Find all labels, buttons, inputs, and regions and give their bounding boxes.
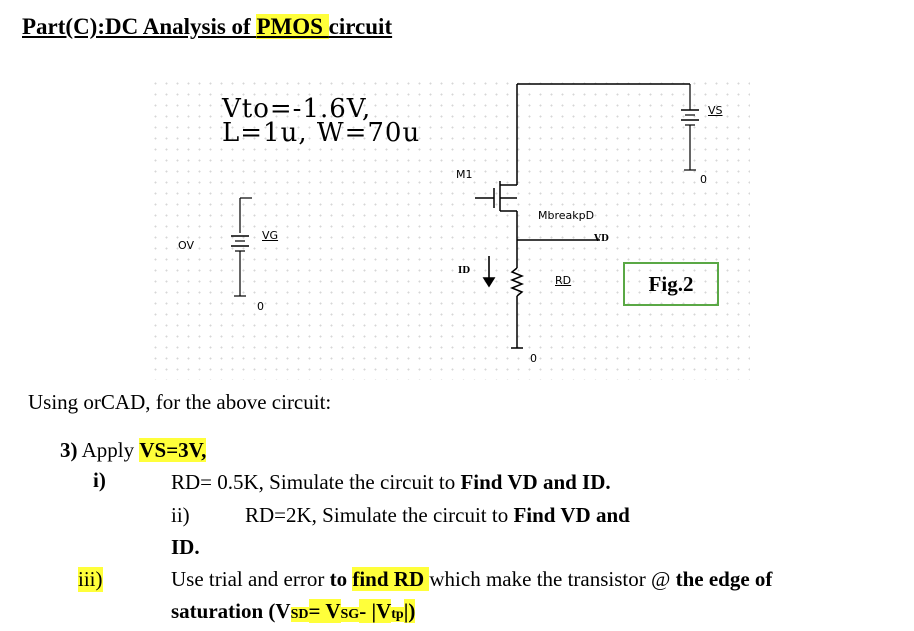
param-lw: L=1u, W=70u (222, 118, 421, 148)
label-rd: RD (555, 274, 572, 287)
item-ii-bold: Find VD and (513, 503, 630, 527)
label-vd: VD (594, 234, 609, 244)
formula-sub-sg: SG (340, 607, 360, 622)
formula-vt: V (376, 599, 392, 623)
label-id: ID (458, 266, 471, 276)
label-m1: M1 (456, 168, 473, 181)
formula-bar-right: | (403, 599, 409, 623)
item-3-highlight: VS=3V, (139, 438, 207, 462)
formula-sub-sd: SD (290, 607, 309, 622)
item-ii-text: RD=2K, Simulate the circuit to (245, 503, 514, 527)
param-vto: Vto=-1.6V, (222, 94, 372, 124)
formula-close: ) (408, 599, 416, 623)
item-iii-bold2: the edge of (675, 567, 773, 591)
item-iii-line2: saturation (VSD= VSG- |Vtp|) (171, 599, 416, 624)
label-gnd-vs: 0 (700, 173, 707, 186)
item-iii-line1: Use trial and error to find RD which mak… (171, 567, 772, 592)
item-i-text: RD= 0.5K, Simulate the circuit to (171, 470, 461, 494)
schematic-grid (150, 78, 750, 380)
figure-label: Fig.2 (623, 262, 719, 306)
item-iii-highlight: find RD (352, 567, 430, 591)
item-i-bold: Find VD and ID. (460, 470, 611, 494)
formula-prefix: saturation (V (171, 599, 291, 623)
label-ov: OV (178, 239, 194, 252)
item-iii-text2: which make the transistor @ (429, 567, 676, 591)
item-iii-text1: Use trial and error (171, 567, 330, 591)
item-i-label: i) (93, 468, 106, 492)
drain-source-wire (475, 84, 600, 349)
item-i: RD= 0.5K, Simulate the circuit to Find V… (171, 470, 611, 495)
intro-text: Using orCAD, for the above circuit: (28, 390, 332, 414)
id-arrow (482, 256, 496, 288)
item-3-number: 3) (60, 438, 78, 462)
formula-sub-tp: tp (391, 607, 404, 622)
item-3-text: Apply (81, 438, 140, 462)
formula-minus: - (359, 599, 372, 623)
formula-eq: = V (308, 599, 341, 623)
label-gnd-vg: 0 (257, 300, 264, 313)
vg-source (231, 197, 252, 297)
item-3: 3) Apply VS=3V, (60, 438, 207, 463)
title-prefix: Part(C):DC Analysis of (22, 14, 257, 39)
label-vg: VG (262, 229, 279, 242)
formula-bar-left: | (371, 599, 377, 623)
title-highlight: PMOS (256, 14, 329, 39)
vs-source (517, 83, 699, 171)
circuit-schematic: Vto=-1.6V, L=1u, W=70u M1 MbreakpD VD VS… (150, 78, 750, 380)
item-ii: RD=2K, Simulate the circuit to Find VD a… (245, 503, 630, 528)
item-iii-label: iii) (78, 567, 103, 592)
schematic-drawing (231, 83, 699, 349)
label-vs: VS (708, 104, 723, 117)
page-title: Part(C):DC Analysis of PMOS circuit (22, 14, 392, 40)
item-iii-bold1: to (329, 567, 353, 591)
label-model: MbreakpD (538, 209, 595, 222)
label-gnd-rd: 0 (530, 352, 537, 365)
item-ii-cont: ID. (171, 535, 200, 559)
item-ii-label: ii) (171, 503, 190, 527)
title-suffix: circuit (328, 14, 393, 39)
